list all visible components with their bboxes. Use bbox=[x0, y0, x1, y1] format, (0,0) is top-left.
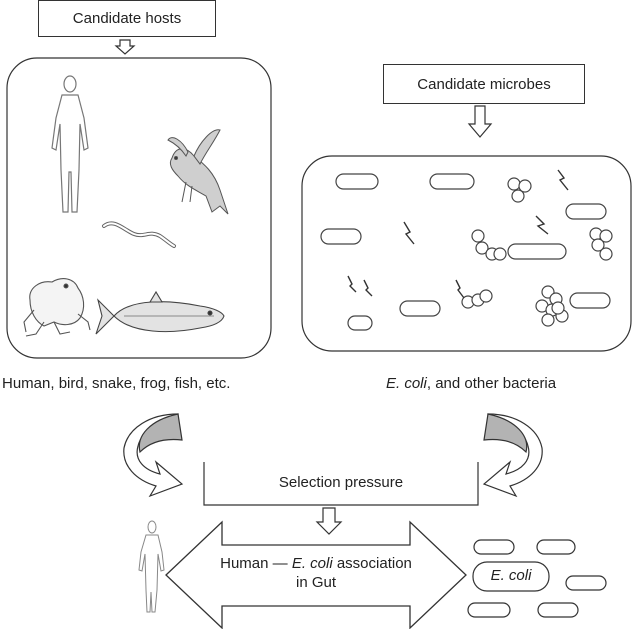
microbes-caption: E. coli, and other bacteria bbox=[386, 375, 556, 392]
cocci-bacteria bbox=[461, 177, 613, 327]
microbes-down-arrow bbox=[467, 105, 493, 138]
hosts-panel bbox=[6, 57, 272, 359]
gut-ecoli-rods bbox=[467, 539, 607, 618]
candidate-microbes-label: Candidate microbes bbox=[417, 75, 551, 93]
hosts-caption: Human, bird, snake, frog, fish, etc. bbox=[2, 375, 231, 392]
right-curved-arrow bbox=[482, 413, 543, 498]
fish-icon bbox=[95, 290, 225, 335]
selection-down-arrow bbox=[315, 507, 343, 535]
left-curved-arrow bbox=[123, 413, 184, 498]
microbes-caption-italic: E. coli bbox=[386, 375, 427, 392]
gut-ecoli-label: E. coli bbox=[490, 567, 532, 584]
candidate-microbes-box: Candidate microbes bbox=[383, 64, 585, 104]
frog-icon bbox=[23, 278, 91, 337]
candidate-hosts-label: Candidate hosts bbox=[72, 10, 182, 27]
microbes-caption-rest: , and other bacteria bbox=[426, 375, 557, 392]
candidate-hosts-box: Candidate hosts bbox=[38, 0, 216, 37]
bird-icon bbox=[167, 129, 229, 215]
zigzag-bacteria bbox=[347, 169, 569, 299]
association-line1: Human — E. coli association bbox=[220, 555, 412, 572]
human-icon bbox=[51, 75, 89, 213]
hosts-down-arrow bbox=[114, 39, 136, 55]
association-double-arrow bbox=[165, 520, 467, 629]
rod-bacteria bbox=[320, 173, 611, 331]
human-small-icon bbox=[138, 520, 165, 613]
association-label: Human — E. coli association in Gut bbox=[200, 554, 432, 592]
selection-bracket bbox=[203, 462, 479, 506]
gut-ecoli-main-rod bbox=[472, 561, 550, 592]
selection-pressure-label: Selection pressure bbox=[278, 474, 404, 491]
association-line2: in Gut bbox=[295, 574, 337, 591]
microbes-panel bbox=[301, 155, 632, 352]
